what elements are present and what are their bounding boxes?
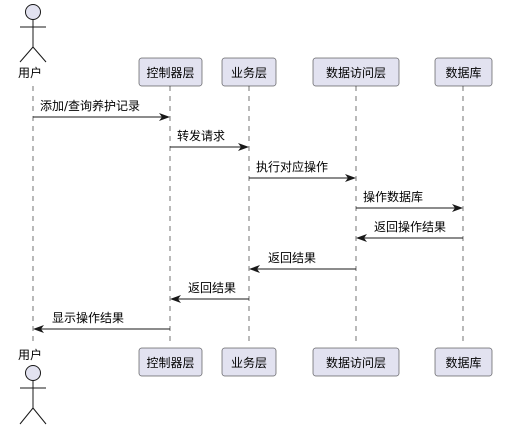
actor-user-bottom: 用户: [18, 347, 47, 425]
message-5-label: 返回操作结果: [374, 219, 446, 234]
participant-db-bottom: 数据库: [434, 347, 493, 377]
stick-figure-icon: [19, 4, 47, 63]
message-8: 显示操作结果: [33, 310, 170, 333]
arrowhead-right-icon: [345, 174, 356, 182]
participant-db-top: 数据库: [434, 57, 493, 87]
message-8-label: 显示操作结果: [52, 310, 124, 325]
arrowhead-left-icon: [249, 265, 260, 273]
message-3: 执行对应操作: [249, 159, 356, 182]
arrowhead-left-icon: [356, 234, 367, 242]
participant-controller-label: 控制器层: [146, 66, 194, 80]
participant-controller-bottom: 控制器层: [138, 347, 203, 377]
participant-db-label: 数据库: [445, 65, 481, 80]
stick-figure-icon: [19, 365, 47, 425]
participant-dao-bottom: 数据访问层: [312, 347, 400, 377]
arrowhead-left-icon: [33, 325, 44, 333]
arrowhead-right-icon: [238, 143, 249, 151]
participant-db-label: 数据库: [445, 355, 481, 370]
actor-user-top: 用户: [18, 4, 47, 80]
message-2-label: 转发请求: [177, 128, 225, 143]
message-4-label: 操作数据库: [363, 189, 423, 204]
participant-dao-top: 数据访问层: [312, 57, 400, 87]
participant-controller-label: 控制器层: [146, 356, 194, 370]
arrowhead-left-icon: [170, 295, 181, 303]
message-1-label: 添加/查询养护记录: [40, 98, 140, 113]
message-1: 添加/查询养护记录: [33, 98, 170, 121]
arrowhead-right-icon: [159, 113, 170, 121]
message-6: 返回结果: [249, 251, 356, 273]
actor-user-label: 用户: [18, 347, 42, 362]
participant-dao-label: 数据访问层: [326, 65, 386, 80]
message-6-label: 返回结果: [268, 251, 316, 265]
message-4: 操作数据库: [356, 189, 463, 212]
message-2: 转发请求: [170, 128, 249, 151]
message-7: 返回结果: [170, 281, 249, 303]
participant-dao-label: 数据访问层: [326, 355, 386, 370]
arrowhead-right-icon: [452, 204, 463, 212]
message-7-label: 返回结果: [188, 281, 236, 295]
actor-user-label: 用户: [18, 65, 42, 80]
participant-service-label: 业务层: [231, 65, 267, 80]
lifelines: [32, 86, 464, 342]
participant-controller-top: 控制器层: [138, 57, 203, 87]
participant-service-bottom: 业务层: [221, 347, 277, 377]
message-5: 返回操作结果: [356, 219, 463, 242]
participant-service-label: 业务层: [231, 355, 267, 370]
participant-service-top: 业务层: [221, 57, 277, 87]
message-3-label: 执行对应操作: [256, 159, 328, 174]
